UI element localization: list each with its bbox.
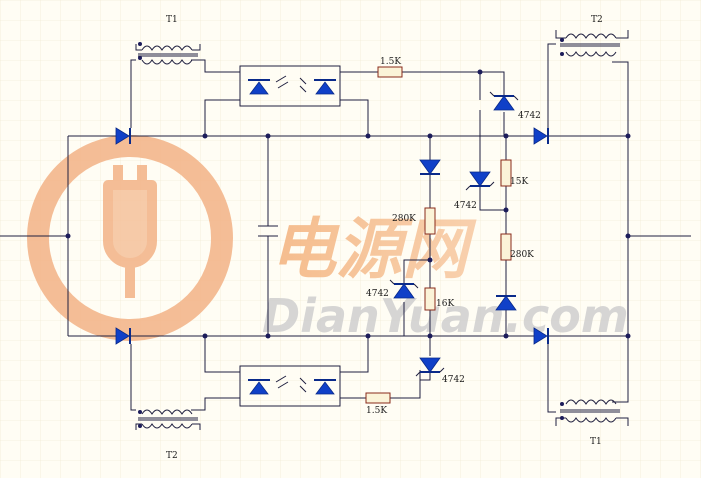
diode-left-column — [419, 159, 441, 175]
resistor-bottom-series: 1.5K — [365, 392, 391, 416]
plug-icon — [103, 165, 157, 298]
resistor-divider-right-bottom: 280K — [500, 233, 534, 261]
wiring — [0, 43, 691, 413]
transformer-bottom-right: T1 — [555, 399, 629, 447]
transformer-top-right-label: T2 — [591, 15, 603, 25]
zener-bottom-label: 4742 — [442, 375, 465, 385]
resistor-divider-left-top: 280K — [392, 207, 436, 235]
capacitor — [258, 225, 278, 237]
zener-bottom: 4742 — [415, 357, 465, 385]
transformer-top-left-label: T1 — [166, 15, 178, 25]
zener-mid-left: 4742 — [366, 279, 419, 299]
resistor-top-series: 1.5K — [377, 57, 403, 78]
resistor-divider-left-top-label: 280K — [392, 214, 416, 224]
optocoupler-bottom — [239, 365, 341, 407]
diode-right-column — [495, 295, 517, 311]
zener-top-right: 4742 — [489, 91, 541, 121]
zener-mid-right: 4742 — [454, 171, 495, 211]
zener-mid-right-label: 4742 — [454, 201, 477, 211]
thyristor-top-left — [115, 127, 131, 145]
transformer-bottom-right-label: T1 — [590, 437, 602, 447]
zener-mid-left-label: 4742 — [366, 289, 389, 299]
watermark-cn-text: 电源网 — [270, 211, 477, 288]
zener-top-right-label: 4742 — [518, 111, 541, 121]
resistor-divider-right-bottom-label: 280K — [510, 250, 534, 260]
resistor-bottom-series-label: 1.5K — [366, 406, 387, 416]
resistor-divider-right-top: 15K — [500, 159, 528, 187]
transformer-bottom-left: T2 — [135, 409, 201, 461]
resistor-divider-left-bottom-label: 16K — [436, 299, 454, 309]
junction-dots — [65, 69, 631, 339]
resistor-divider-left-bottom: 16K — [424, 287, 454, 311]
resistor-top-series-label: 1.5K — [380, 57, 401, 67]
transformer-top-right: T2 — [555, 15, 629, 57]
thyristor-bottom-right — [533, 327, 549, 345]
optocoupler-top — [239, 65, 341, 107]
watermark-en-text: DianYuan.com — [262, 289, 629, 343]
transformer-bottom-left-label: T2 — [166, 451, 178, 461]
thyristor-top-right — [533, 127, 549, 145]
thyristor-bottom-left — [115, 327, 131, 345]
transformer-top-left: T1 — [135, 15, 201, 65]
resistor-divider-right-top-label: 15K — [510, 177, 528, 187]
